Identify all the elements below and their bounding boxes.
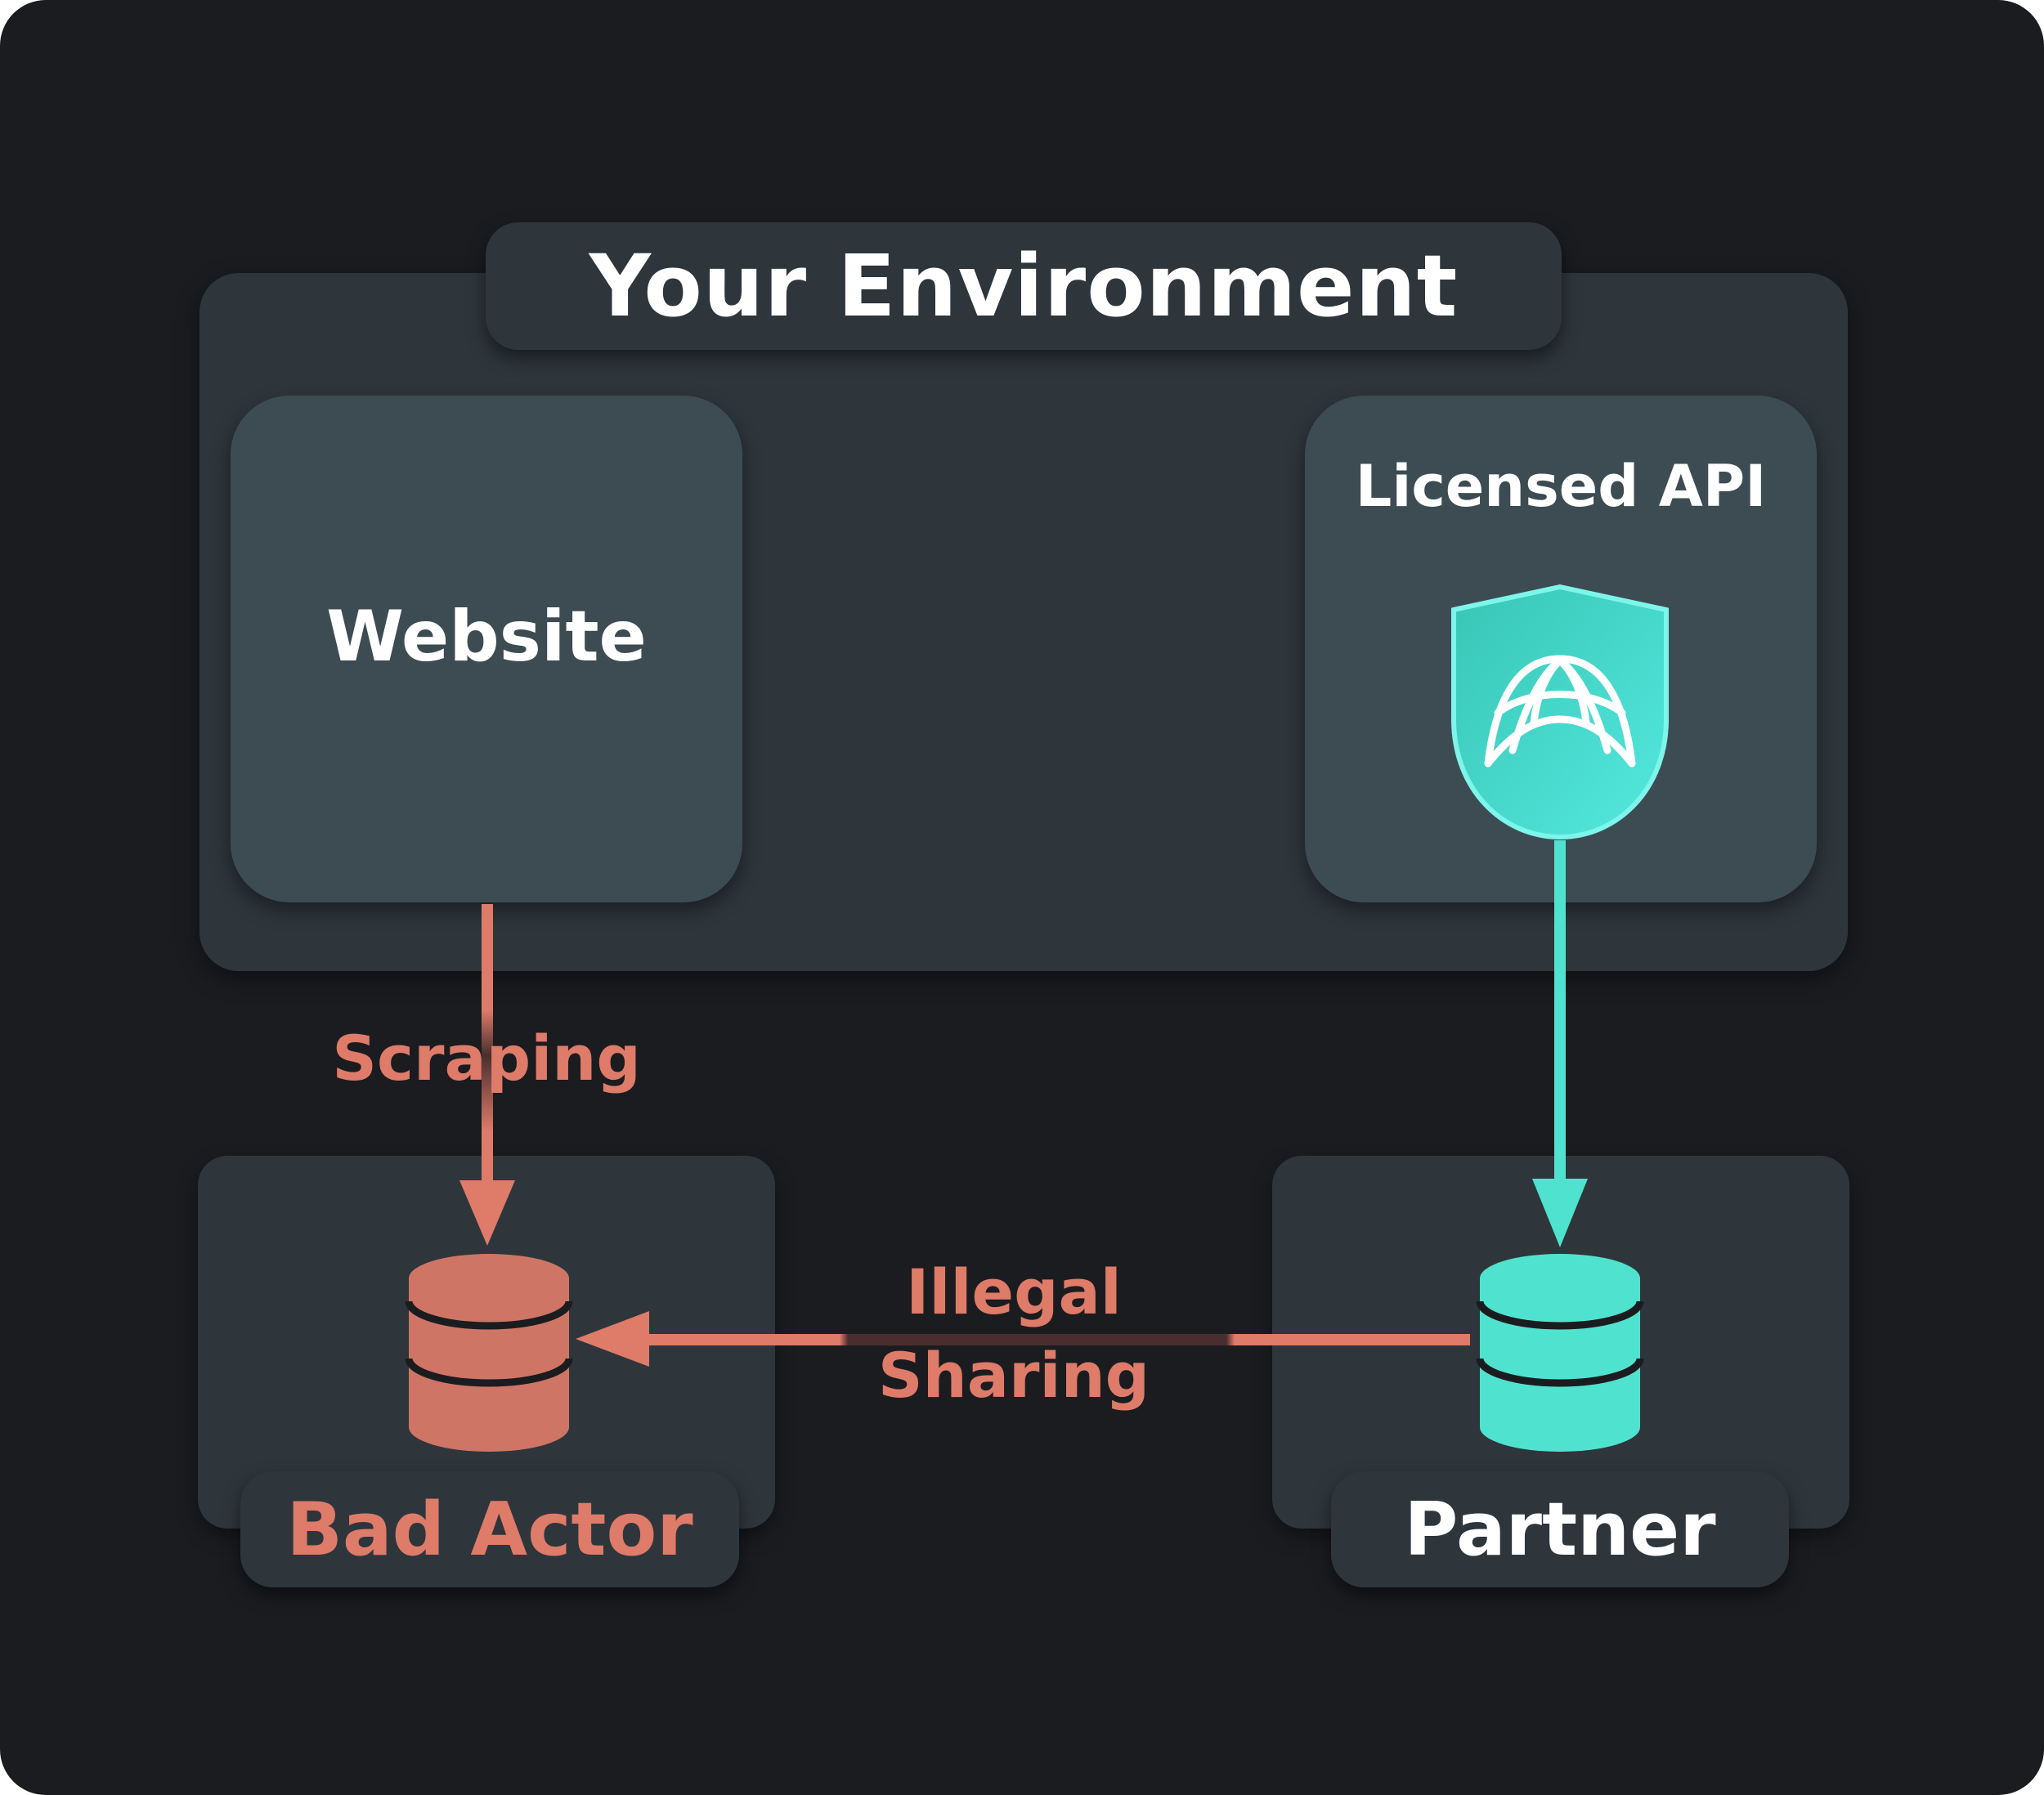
illegal-sharing-arrow-shaft <box>630 1334 1470 1345</box>
bad-actor-label: Bad Actor <box>240 1471 739 1587</box>
partner-database-icon <box>1476 1254 1644 1452</box>
shield-arch-icon <box>1451 584 1669 840</box>
illegal-sharing-label-line1: Illegal <box>906 1256 1122 1328</box>
licensed-api-node: Licensed API <box>1305 396 1817 902</box>
partner-label: Partner <box>1331 1471 1789 1587</box>
licensed-api-label: Licensed API <box>1355 453 1767 520</box>
scraping-arrow-head <box>459 1180 515 1246</box>
environment-title: Your Environment <box>486 222 1562 350</box>
website-label: Website <box>326 596 647 678</box>
bad-actor-database-icon <box>405 1254 573 1452</box>
scraping-arrow-shaft <box>482 904 493 1206</box>
illegal-sharing-label: Illegal Sharing <box>818 1251 1210 1417</box>
licensed-feed-arrow-head <box>1532 1179 1588 1247</box>
scraping-arrow <box>459 904 515 1246</box>
illegal-sharing-arrow-head <box>576 1311 649 1367</box>
licensed-feed-arrow-shaft <box>1554 840 1566 1182</box>
scraping-label: Scraping <box>332 1022 641 1094</box>
licensed-feed-arrow <box>1532 840 1588 1247</box>
illegal-sharing-label-line2: Sharing <box>877 1339 1150 1412</box>
illegal-sharing-arrow <box>576 1311 1470 1367</box>
website-node: Website <box>231 396 742 902</box>
